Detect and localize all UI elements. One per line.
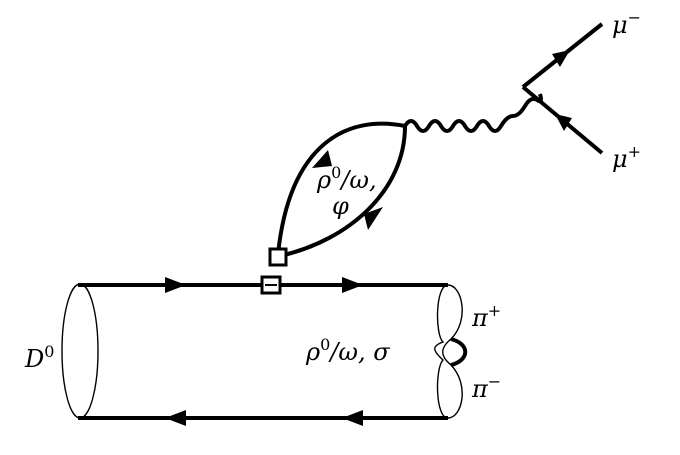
- muon-plus-arrow: [555, 114, 572, 131]
- top-arrow-left: [165, 277, 186, 293]
- pion-connector: [450, 337, 468, 367]
- meson-loop-inner: [279, 125, 407, 258]
- label-phi: φ: [332, 192, 349, 220]
- label-d0: D0: [24, 342, 54, 373]
- loop-vertex-box: [268, 247, 288, 267]
- photon-propagator: [403, 93, 543, 133]
- top-arrow-right: [342, 277, 363, 293]
- label-resonances: ρ0/ω, σ: [305, 335, 390, 366]
- tube-right-end: [434, 284, 463, 419]
- bottom-arrow-right: [342, 410, 363, 426]
- loop-inner-arrow: [364, 207, 383, 230]
- meson-loop-outer: [276, 121, 406, 255]
- bottom-arrow-left: [165, 410, 186, 426]
- tube-left-ellipse: [61, 283, 99, 419]
- label-pi-minus: π−: [471, 372, 501, 403]
- label-mu-minus: μ−: [612, 8, 641, 39]
- label-mu-plus: μ+: [612, 142, 641, 173]
- loop-outer-arrow: [312, 150, 332, 168]
- muon-minus-arrow: [552, 50, 570, 67]
- label-loop-mesons: ρ0/ω,: [316, 163, 377, 194]
- label-pi-plus: π+: [471, 301, 501, 332]
